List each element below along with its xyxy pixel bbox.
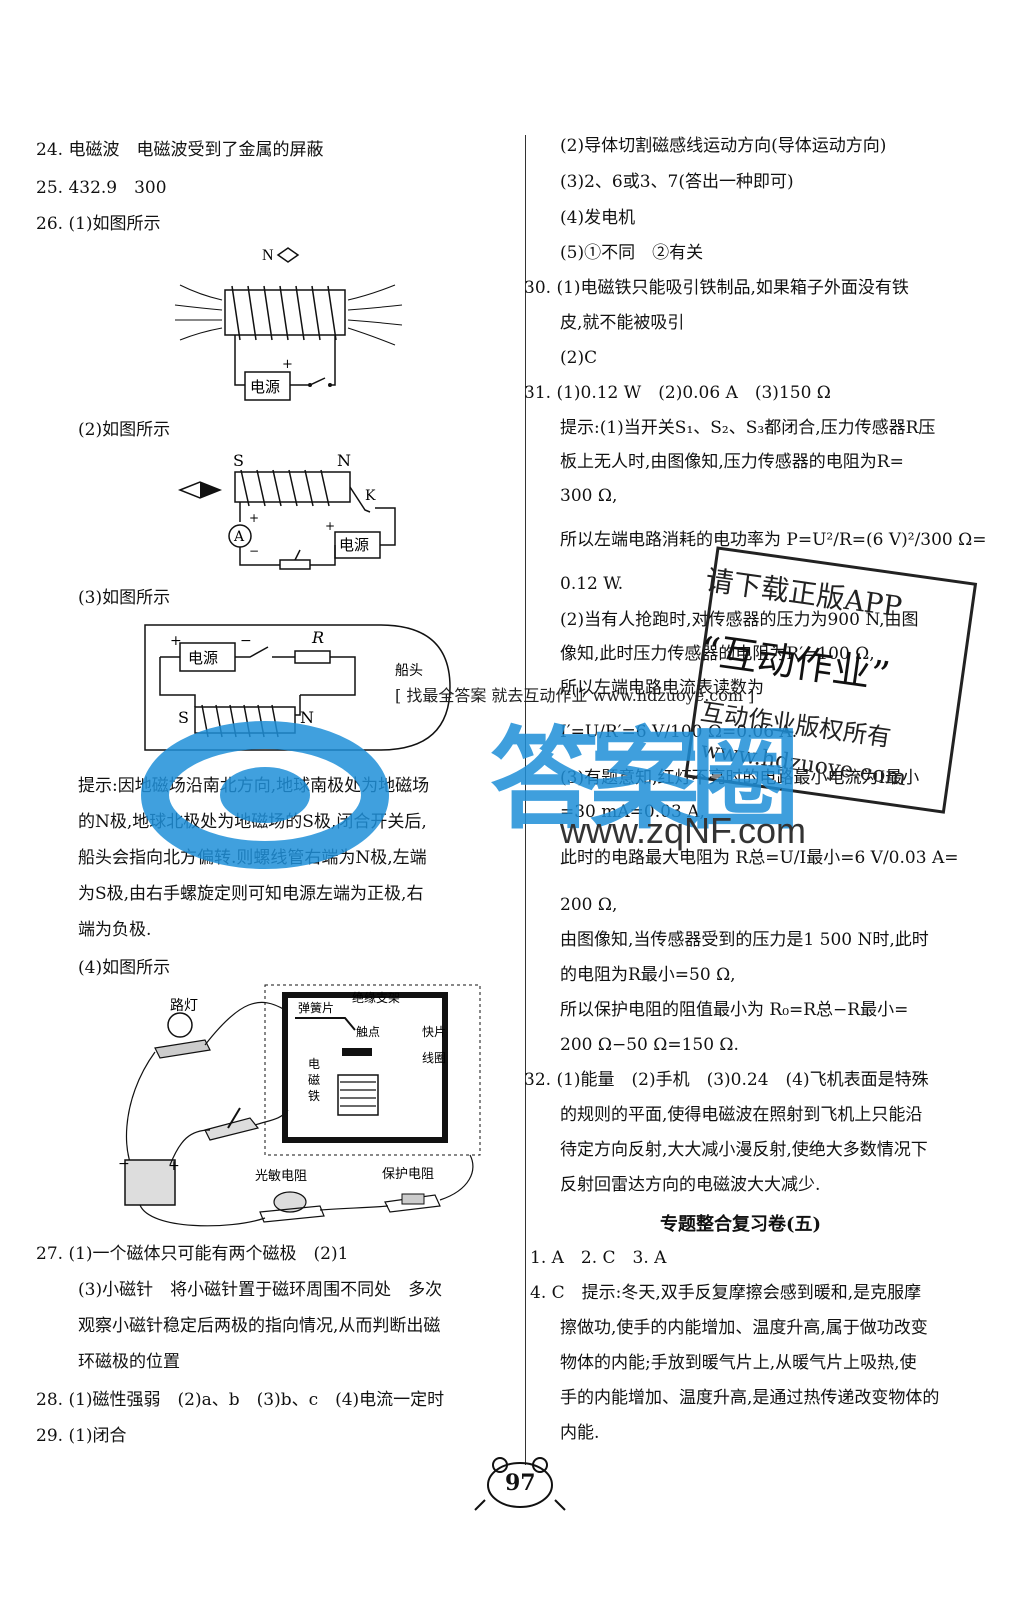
battery-icon [124,1159,176,1206]
lamp-bulb-icon [167,1012,193,1038]
hint31-line16: 所以保护电阻的阻值最小为 R₀=R总−R最小= [560,1000,909,1020]
svg-text:N: N [337,451,351,470]
q26-part3: (3)如图所示 [78,588,171,608]
q30-part1: 30. (1)电磁铁只能吸引铁制品,如果箱子外面没有铁 [524,278,909,298]
q32-line3: 待定方向反射,大大减小漫反射,使绝大多数情况下 [560,1140,928,1160]
svg-text:+: + [168,1158,180,1174]
hint26-line2: 的N极,地球北极处为地磁场的S极,闭合开关后, [78,812,427,832]
power-box [244,371,291,401]
q32-line2: 的规则的平面,使得电磁波在照射到飞机上只能沿 [560,1105,923,1125]
hint31-line8: 所以左端电路电流表读数为 [560,678,764,698]
diagram-street-light: 路灯 弹簧片 绝缘支架 触点 快片 线圈 电 磁 铁 − + 光敏电阻 保护电阻 [118,984,481,1227]
svg-text:+: + [170,633,182,649]
s-q4-line3: 物体的内能;手放到暖气片上,从暖气片上吸热,使 [560,1353,917,1373]
page-number: 97 [505,1470,536,1496]
q30-part1b: 皮,就不能被吸引 [560,313,685,333]
q28-answer: 28. (1)磁性强弱 (2)a、b (3)b、c (4)电流一定时 [36,1390,445,1410]
svg-text:快片: 快片 [422,1025,446,1039]
q26-part4: (4)如图所示 [78,958,171,978]
svg-text:N: N [300,708,314,727]
svg-text:+: + [282,357,293,372]
hint31-line11: =30 mA=0.03 A, [560,802,705,822]
hint31-line7: 像知,此时压力传感器的电阻为R′=100 Ω, [560,644,875,664]
q26-part1: 26. (1)如图所示 [36,214,161,234]
hint31-line14: 由图像知,当传感器受到的压力是1 500 N时,此时 [560,930,929,950]
diagram-solenoid-circuit: S N K 电源 + A + − [177,451,396,570]
column-divider [525,135,526,1465]
diagram-solenoid-field: N 电源 + [174,247,403,401]
s-q1-3: 1. A 2. C 3. A [530,1248,667,1268]
svg-text:触点: 触点 [356,1025,380,1039]
q32-line4: 反射回雷达方向的电磁波大大减少. [560,1175,821,1195]
svg-text:K: K [365,488,376,504]
rheostat [279,559,311,570]
hint31-line9: I′=U/R′=6 V/100 Ω=0.06 A. [560,722,798,742]
hint31-line13: 200 Ω, [560,895,618,915]
svg-text:电源: 电源 [188,649,218,667]
svg-text:+: + [249,511,259,525]
hint31-line1: 提示:(1)当开关S₁、S₂、S₃都闭合,压力传感器R压 [560,418,936,438]
hint31-line6: (2)当有人抢跑时,对传感器的压力为900 N,由图 [560,610,919,630]
q31-answer: 31. (1)0.12 W (2)0.06 A (3)150 Ω [524,383,831,403]
svg-text:光敏电阻: 光敏电阻 [255,1169,307,1184]
svg-text:线圈: 线圈 [422,1051,446,1065]
q27-part3-line1: (3)小磁针 将小磁针置于磁环周围不同处 多次 [78,1280,443,1300]
q27-part3-line3: 环磁极的位置 [78,1352,180,1372]
hint26-line5: 端为负极. [78,920,152,940]
svg-text:铁: 铁 [308,1089,320,1103]
s-q4-line4: 手的内能增加、温度升高,是通过热传递改变物体的 [560,1388,940,1408]
q29-part3: (3)2、6或3、7(答出一种即可) [560,172,794,192]
hint31-line17: 200 Ω−50 Ω=150 Ω. [560,1035,739,1055]
q29-part4: (4)发电机 [560,208,636,228]
q27-part3-line2: 观察小磁针稳定后两极的指向情况,从而判断出磁 [78,1316,441,1336]
hint31-line10: (3)有题意知,红灯不亮时的电路最小电流为I最小 [560,768,920,788]
svg-text:电源: 电源 [339,536,369,554]
q29-part5: (5)①不同 ②有关 [560,243,704,263]
q29-part2: (2)导体切割磁感线运动方向(导体运动方向) [560,136,887,156]
q24-answer: 24. 电磁波 电磁波受到了金属的屏蔽 [36,140,324,160]
svg-text:−: − [249,544,259,558]
svg-text:A: A [233,529,245,545]
svg-text:R: R [311,628,324,647]
q26-part2: (2)如图所示 [78,420,171,440]
svg-text:船头: 船头 [395,663,423,679]
q29-part1: 29. (1)闭合 [36,1426,127,1446]
svg-text:电源: 电源 [250,379,280,396]
svg-text:电: 电 [308,1057,320,1071]
section-title: 专题整合复习卷(五) [660,1214,822,1235]
hint31-line12: 此时的电路最大电阻为 R总=U/I最小=6 V/0.03 A= [560,848,959,868]
hint26-line3: 船头会指向北方偏转.则螺线管右端为N极,左端 [78,848,427,868]
compass-n-label: N [262,247,274,264]
s-q4-line2: 擦做功,使手的内能增加、温度升高,属于做功改变 [560,1318,928,1338]
hint26-line4: 为S极,由右手螺旋定则可知电源左端为正极,右 [78,884,424,904]
svg-text:磁: 磁 [308,1072,320,1087]
hint26-line1: 提示:因地磁场沿南北方向,地球南极处为地磁场 [78,776,430,796]
q27-part1: 27. (1)一个磁体只可能有两个磁极 (2)1 [36,1244,349,1264]
hint31-line5: 0.12 W. [560,574,624,594]
svg-text:保护电阻: 保护电阻 [382,1167,434,1182]
svg-text:−: − [240,633,252,649]
svg-text:路灯: 路灯 [170,998,198,1014]
switch-icon [204,1117,260,1141]
hint31-line3: 300 Ω, [560,486,618,506]
q32-line1: 32. (1)能量 (2)手机 (3)0.24 (4)飞机表面是特殊 [524,1070,929,1090]
hint31-line4: 所以左端电路消耗的电功率为 P=U²/R=(6 V)²/300 Ω= [560,530,987,550]
svg-text:+: + [325,519,335,533]
hint31-line15: 的电阻为R最小=50 Ω, [560,965,736,985]
photoresistor-icon [273,1191,307,1213]
diagram-boat: + − 电源 R S N 船头 [144,624,451,751]
s-q4-line1: 4. C 提示:冬天,双手反复摩擦会感到暖和,是克服摩 [530,1283,922,1303]
s-q4-line5: 内能. [560,1423,600,1443]
hint31-line2: 板上无人时,由图像知,压力传感器的电阻为R= [560,452,904,472]
svg-text:弹簧片: 弹簧片 [298,1000,334,1015]
svg-text:S: S [233,451,244,470]
solenoid-core [224,289,346,336]
compass-needle-icon [276,247,300,263]
svg-text:绝缘支架: 绝缘支架 [352,990,400,1005]
q25-answer: 25. 432.9 300 [36,178,167,198]
svg-text:S: S [178,708,189,727]
svg-text:−: − [118,1156,130,1172]
q30-part2: (2)C [560,348,598,368]
